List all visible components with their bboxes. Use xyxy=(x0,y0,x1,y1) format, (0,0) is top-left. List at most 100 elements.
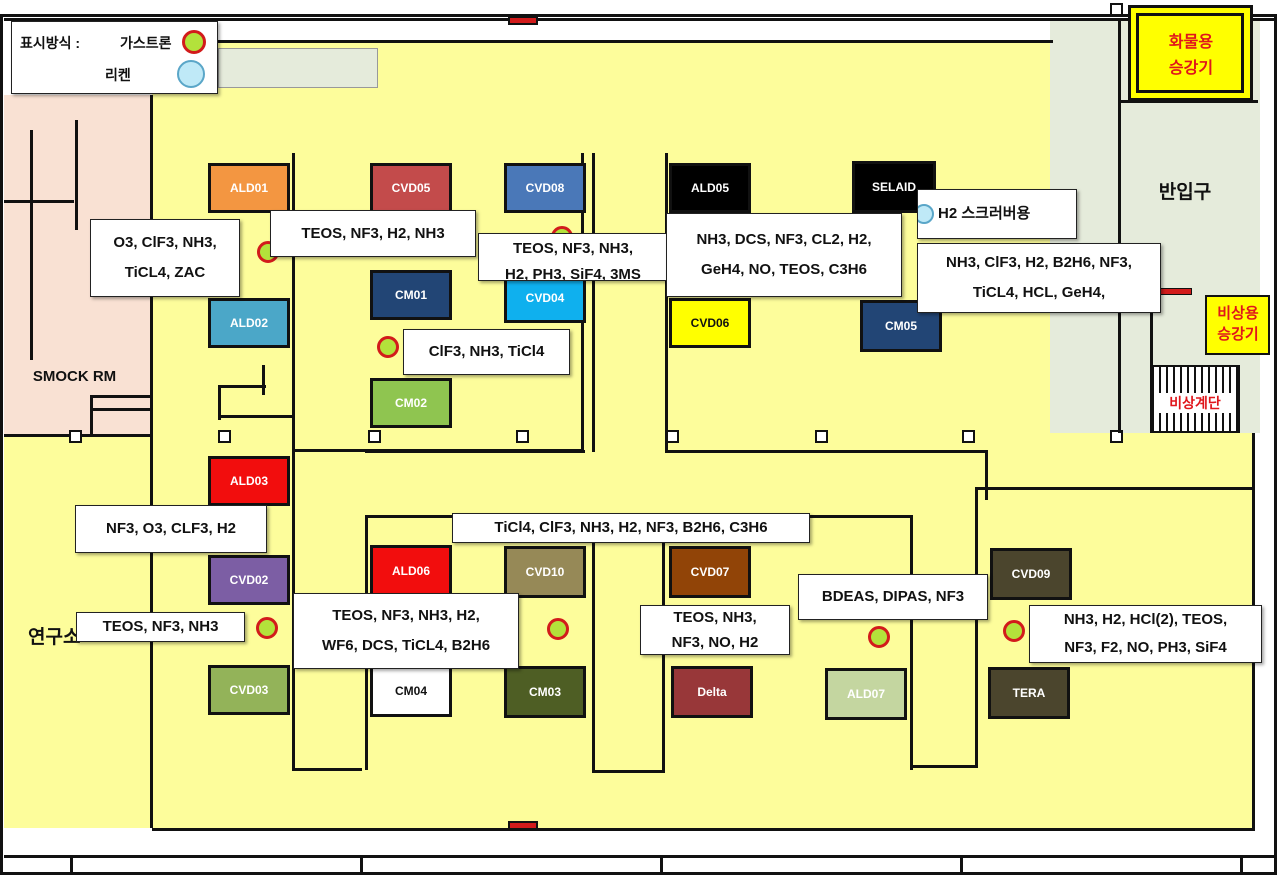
gas-label: NF3, O3, CLF3, H2 xyxy=(75,505,267,553)
equip-ald06[interactable]: ALD06 xyxy=(370,545,452,597)
loading-wall xyxy=(1118,18,1121,433)
column xyxy=(368,430,381,443)
equip-cm04[interactable]: CM04 xyxy=(370,665,452,717)
equip-selaid[interactable]: SELAID xyxy=(852,161,936,213)
bay-h-low xyxy=(292,768,362,771)
equip-cvd08[interactable]: CVD08 xyxy=(504,163,586,213)
left-inner-wall xyxy=(150,95,153,828)
riken-label: H2 스크러버용 xyxy=(917,189,1077,239)
tick xyxy=(660,855,663,875)
column xyxy=(218,430,231,443)
gas-label: ClF3, NH3, TiCl4 xyxy=(403,329,570,375)
gas-label: TEOS, NH3, NF3, NO, H2 xyxy=(640,605,790,655)
smock-partition-6 xyxy=(90,395,93,435)
gas-label: TEOS, NF3, NH3, H2, WF6, DCS, TiCL4, B2H… xyxy=(293,593,519,669)
equip-ald07[interactable]: ALD07 xyxy=(825,668,907,720)
smock-partition-5 xyxy=(90,408,150,411)
equip-cvd10[interactable]: CVD10 xyxy=(504,546,586,598)
equip-cvd09[interactable]: CVD09 xyxy=(990,548,1072,600)
smock-partition xyxy=(75,120,78,230)
bottom-wall-2 xyxy=(4,855,1274,858)
equip-ald05[interactable]: ALD05 xyxy=(669,163,751,213)
equip-tera[interactable]: TERA xyxy=(988,667,1070,719)
gastron-sensor-icon[interactable] xyxy=(868,626,890,648)
equip-ald01[interactable]: ALD01 xyxy=(208,163,290,213)
equip-ald02[interactable]: ALD02 xyxy=(208,298,290,348)
legend-gastron-icon xyxy=(182,30,206,54)
emergency-elevator: 비상용 승강기 xyxy=(1205,295,1270,355)
bay-h-low-2 xyxy=(592,770,664,773)
wall-left-d xyxy=(218,385,221,420)
column xyxy=(1110,3,1123,16)
legend-riken-icon xyxy=(177,60,205,88)
gastron-sensor-icon[interactable] xyxy=(377,336,399,358)
riken-label-text: H2 스크러버용 xyxy=(938,205,1031,222)
bay-v-lower-right xyxy=(975,487,978,767)
top-red-mark xyxy=(508,16,538,25)
red-bar xyxy=(1160,288,1192,295)
smock-partition-4 xyxy=(90,395,150,398)
top-wall-2 xyxy=(218,40,1053,43)
tick xyxy=(1240,855,1243,875)
gas-label: TEOS, NF3, NH3 xyxy=(76,612,245,642)
equip-cvd07[interactable]: CVD07 xyxy=(669,546,751,598)
gastron-sensor-icon[interactable] xyxy=(256,617,278,639)
loading-dock-label: 반입구 xyxy=(1158,182,1212,203)
wall-left-b xyxy=(218,385,266,388)
bay-h-low-3 xyxy=(910,765,978,768)
equip-cvd02[interactable]: CVD02 xyxy=(208,555,290,605)
equip-cm03[interactable]: CM03 xyxy=(504,666,586,718)
legend-box: 표시방식 : 가스트론 리켄 xyxy=(11,21,218,94)
bay-v-low-2 xyxy=(292,415,295,770)
gas-label: NH3, ClF3, H2, B2H6, NF3, TiCL4, HCL, Ge… xyxy=(917,243,1161,313)
equip-cvd04[interactable]: CVD04 xyxy=(504,273,586,323)
bay-top-right xyxy=(665,153,668,453)
equip-ald03[interactable]: ALD03 xyxy=(208,456,290,506)
freight-elevator: 화물용 승강기 xyxy=(1128,5,1253,101)
gastron-sensor-icon[interactable] xyxy=(547,618,569,640)
bay-v-low-3 xyxy=(592,515,595,773)
gas-label: BDEAS, DIPAS, NF3 xyxy=(798,574,988,620)
bay-h3 xyxy=(975,487,1255,490)
gas-label: TiCl4, ClF3, NH3, H2, NF3, B2H6, C3H6 xyxy=(452,513,810,543)
smock-room-label: SMOCK RM xyxy=(32,368,117,385)
wall-left-a xyxy=(262,365,265,395)
gas-label: O3, ClF3, NH3, TiCL4, ZAC xyxy=(90,219,240,297)
gas-label: TEOS, NF3, NH3, H2, PH3, SiF4, 3MS xyxy=(478,233,668,281)
gas-label: NH3, H2, HCl(2), TEOS, NF3, F2, NO, PH3,… xyxy=(1029,605,1262,663)
column xyxy=(69,430,82,443)
smock-partition-2 xyxy=(30,130,33,360)
gas-label: NH3, DCS, NF3, CL2, H2, GeH4, NO, TEOS, … xyxy=(666,213,902,297)
legend-riken-label: 리켄 xyxy=(105,67,131,83)
legend-prefix: 표시방식 : xyxy=(20,35,81,51)
emergency-stairs: 비상계단 xyxy=(1150,365,1240,433)
bay-v-right xyxy=(985,450,988,500)
emergency-elevator-label: 비상용 승강기 xyxy=(1217,305,1259,343)
equip-cvd05[interactable]: CVD05 xyxy=(370,163,452,213)
gastron-sensor-icon[interactable] xyxy=(1003,620,1025,642)
column xyxy=(962,430,975,443)
top-wall-1 xyxy=(4,18,1274,21)
loading-wall-h xyxy=(1118,100,1258,103)
equip-cvd06[interactable]: CVD06 xyxy=(669,298,751,348)
gas-label: TEOS, NF3, H2, NH3 xyxy=(270,210,476,257)
emergency-stairs-label: 비상계단 xyxy=(1158,393,1232,413)
bay-h2 xyxy=(665,450,985,453)
equip-delta[interactable]: Delta xyxy=(671,666,753,718)
bottom-red-mark xyxy=(508,821,538,830)
legend-gastron-label: 가스트론 xyxy=(120,35,172,51)
column xyxy=(666,430,679,443)
upper-gray-block xyxy=(218,48,378,88)
equip-cvd03[interactable]: CVD03 xyxy=(208,665,290,715)
stair-wall xyxy=(1150,300,1153,370)
research-room-label: 연구소 xyxy=(28,627,81,648)
wall-left-c xyxy=(218,415,293,418)
bay-v-low-5 xyxy=(910,515,913,770)
column xyxy=(1110,430,1123,443)
equip-cm02[interactable]: CM02 xyxy=(370,378,452,428)
tick xyxy=(70,855,73,875)
column xyxy=(516,430,529,443)
bay-h1 xyxy=(365,450,585,453)
riken-sensor-icon[interactable] xyxy=(918,204,934,224)
equip-cm01[interactable]: CM01 xyxy=(370,270,452,320)
